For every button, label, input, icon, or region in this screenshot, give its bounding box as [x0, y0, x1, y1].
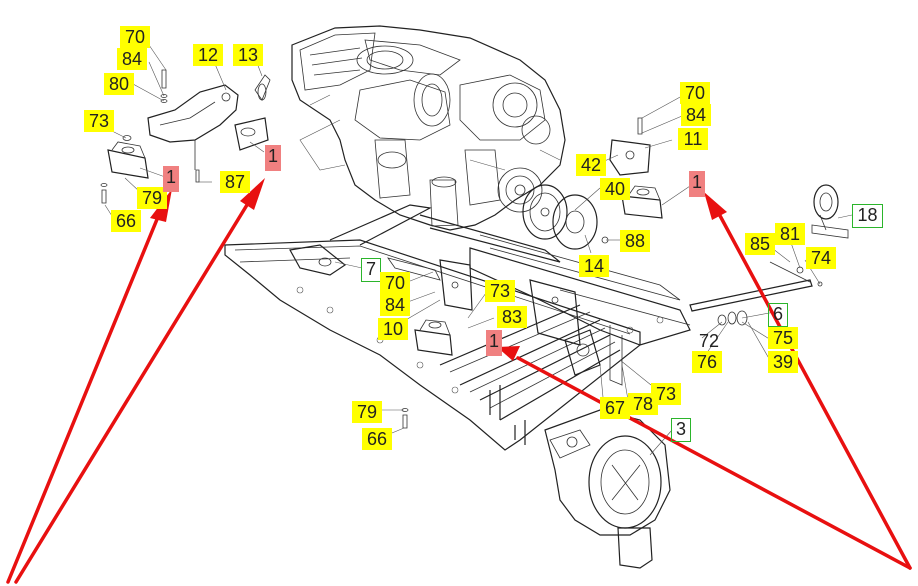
bracket-12-drawing: [100, 69, 271, 204]
callout-40: 40: [600, 178, 630, 200]
callout-3: 3: [671, 418, 691, 442]
callout-6: 6: [768, 303, 788, 327]
frame-drawing: [224, 204, 691, 451]
callout-84: 84: [117, 48, 147, 70]
engine-mount-drawings: [107, 117, 663, 356]
engine-drawing: [291, 25, 566, 231]
callout-85: 85: [745, 233, 775, 255]
callout-72: 72: [698, 331, 720, 351]
callout-70: 70: [120, 26, 150, 48]
callout-67: 67: [600, 397, 630, 419]
callout-88: 88: [620, 230, 650, 252]
callout-81: 81: [775, 223, 805, 245]
callout-70: 70: [680, 82, 710, 104]
callout-39: 39: [768, 351, 798, 373]
callout-74: 74: [806, 247, 836, 269]
callout-75: 75: [768, 327, 798, 349]
callout-18: 18: [852, 204, 883, 228]
leader-lines: [104, 44, 853, 456]
callout-78: 78: [628, 393, 658, 415]
callout-84: 84: [380, 294, 410, 316]
fan-housing-drawing: [544, 409, 671, 569]
callout-70: 70: [380, 272, 410, 294]
callout-76: 76: [692, 351, 722, 373]
callout-79: 79: [137, 187, 167, 209]
callout-80: 80: [104, 73, 134, 95]
callout-12: 12: [193, 44, 223, 66]
callout-87: 87: [220, 171, 250, 193]
callout-10: 10: [378, 318, 408, 340]
callout-7: 7: [361, 258, 381, 282]
callout-73: 73: [485, 280, 515, 302]
callout-79: 79: [352, 401, 382, 423]
callout-66: 66: [362, 428, 392, 450]
callout-42: 42: [576, 154, 606, 176]
callout-83: 83: [497, 306, 527, 328]
callout-73: 73: [84, 110, 114, 132]
bolt-79-66-drawing: [401, 408, 409, 429]
callout-13: 13: [233, 44, 263, 66]
callout-84: 84: [681, 104, 711, 126]
right-side-parts-drawing: [522, 117, 849, 326]
callout-1: 1: [486, 330, 502, 356]
callout-73: 73: [651, 383, 681, 405]
callout-1: 1: [265, 145, 281, 171]
callout-14: 14: [579, 255, 609, 277]
callout-11: 11: [678, 128, 708, 150]
callout-66: 66: [111, 210, 141, 232]
callout-1: 1: [163, 166, 179, 192]
callout-1: 1: [689, 171, 705, 197]
